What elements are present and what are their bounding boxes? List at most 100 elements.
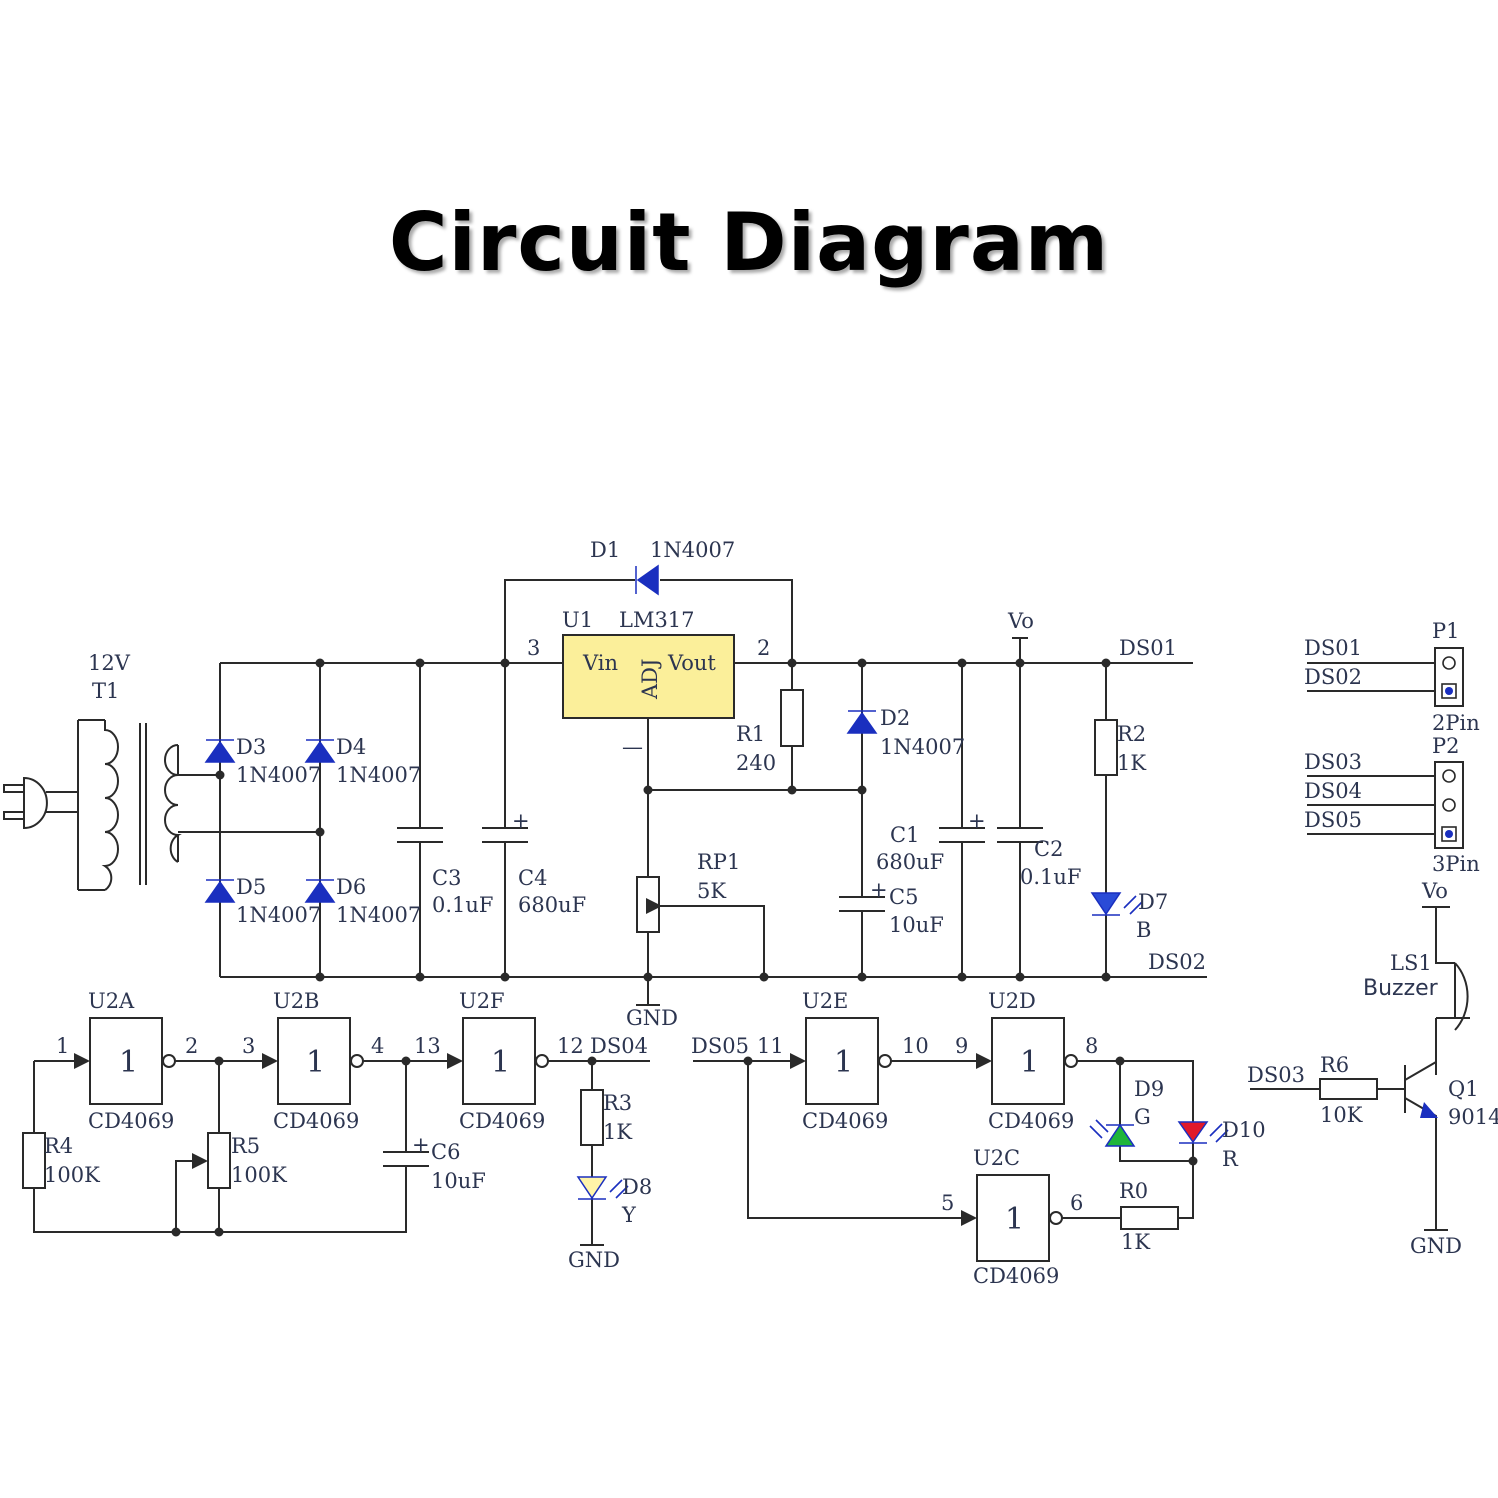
c1-plus: + <box>968 809 986 833</box>
page-title: Circuit Diagram <box>388 196 1110 289</box>
ds01-rail-label: DS01 <box>1119 636 1177 660</box>
u2f-symbol: 1 <box>491 1045 510 1080</box>
u2f-in-pin: 13 <box>414 1034 441 1058</box>
p1-ref: P1 <box>1432 619 1460 643</box>
u2d-ref: U2D <box>988 989 1036 1013</box>
d10-ref: D10 <box>1222 1118 1266 1142</box>
transistor-q1 <box>1250 1018 1448 1231</box>
diode-d4 <box>304 739 336 763</box>
c5-value: 10uF <box>889 913 944 937</box>
d1-ref: D1 <box>590 538 620 562</box>
d5-ref: D5 <box>236 875 266 899</box>
u2a-part: CD4069 <box>88 1109 174 1133</box>
led-driver-wires <box>693 1053 1229 1230</box>
p2-ds03: DS03 <box>1304 750 1362 774</box>
u2c-out-pin: 6 <box>1070 1191 1083 1215</box>
u2b-out-pin: 4 <box>371 1034 384 1058</box>
u1-vout: Vout <box>667 651 716 675</box>
junction-dots <box>215 658 1111 982</box>
u2b-ref: U2B <box>273 989 320 1013</box>
ds04-osc-label: DS04 <box>590 1034 648 1058</box>
u2e-ref: U2E <box>802 989 848 1013</box>
c4-plus: + <box>512 809 530 833</box>
p1-ds01: DS01 <box>1304 636 1362 660</box>
led-d7-branch <box>1090 663 1143 977</box>
p1-ds02: DS02 <box>1304 665 1362 689</box>
transformer-t1 <box>77 719 320 891</box>
bridge-wires <box>219 663 321 977</box>
capacitor-c4 <box>482 663 528 977</box>
u2c-in-pin: 5 <box>941 1191 954 1215</box>
gate-u2c <box>976 1174 1063 1262</box>
r0-ref: R0 <box>1119 1179 1148 1203</box>
d7-ref: D7 <box>1138 890 1168 914</box>
u2b-part: CD4069 <box>273 1109 359 1133</box>
connector-p2 <box>1307 761 1464 849</box>
capacitor-c2 <box>997 663 1043 977</box>
t1-ref-label: T1 <box>92 679 119 703</box>
u2b-in-pin: 3 <box>242 1034 255 1058</box>
u1-part: LM317 <box>619 608 695 632</box>
connector-p1 <box>1307 647 1464 707</box>
r3-value: 1K <box>603 1120 632 1144</box>
u2a-out-pin: 2 <box>185 1034 198 1058</box>
p2-type: 3Pin <box>1432 852 1480 876</box>
d2-ref: D2 <box>880 706 910 730</box>
c2-value: 0.1uF <box>1020 865 1082 889</box>
capacitor-c1 <box>939 663 985 977</box>
q1-base-ds03: DS03 <box>1247 1063 1305 1087</box>
rp1-ref: RP1 <box>697 850 740 874</box>
c4-ref: C4 <box>518 866 547 890</box>
r2-value: 1K <box>1117 751 1146 775</box>
r6-ref: R6 <box>1320 1053 1349 1077</box>
u1-vin: Vin <box>582 651 618 675</box>
u2e-out-pin: 10 <box>902 1034 929 1058</box>
u2c-symbol: 1 <box>1005 1202 1024 1237</box>
power-plug <box>3 776 78 830</box>
t1-rating-label: 12V <box>88 651 131 675</box>
u2e-symbol: 1 <box>834 1045 853 1080</box>
p2-ds05: DS05 <box>1304 808 1362 832</box>
u2f-part: CD4069 <box>459 1109 545 1133</box>
u1-minus: — <box>622 735 643 759</box>
gnd-label-regulator: GND <box>626 1006 678 1030</box>
u2d-part: CD4069 <box>988 1109 1074 1133</box>
u2e-part: CD4069 <box>802 1109 888 1133</box>
c3-value: 0.1uF <box>432 893 494 917</box>
d4-part: 1N4007 <box>336 763 421 787</box>
diode-d6 <box>304 879 336 903</box>
gnd-label-q1: GND <box>1410 1234 1462 1258</box>
u2d-in-pin: 9 <box>955 1034 968 1058</box>
u2d-symbol: 1 <box>1020 1045 1039 1080</box>
d9-ref: D9 <box>1134 1077 1164 1101</box>
r6-value: 10K <box>1320 1103 1363 1127</box>
d10-code: R <box>1222 1147 1239 1171</box>
d5-part: 1N4007 <box>236 903 321 927</box>
diode-d5 <box>204 879 236 903</box>
r1-ref: R1 <box>736 722 765 746</box>
d6-part: 1N4007 <box>336 903 421 927</box>
r2-ref: R2 <box>1117 722 1146 746</box>
ds05-input-label: DS05 <box>691 1034 749 1058</box>
d8-code: Y <box>621 1203 637 1227</box>
p2-ds04: DS04 <box>1304 779 1362 803</box>
r1-value: 240 <box>736 751 776 775</box>
d6-ref: D6 <box>336 875 366 899</box>
d3-part: 1N4007 <box>236 763 321 787</box>
c6-ref: C6 <box>431 1140 460 1164</box>
r4-ref: R4 <box>44 1134 73 1158</box>
u2a-ref: U2A <box>88 989 135 1013</box>
u2a-symbol: 1 <box>119 1045 138 1080</box>
q1-part: 9014 <box>1448 1105 1498 1129</box>
c5-plus: + <box>870 878 888 902</box>
u1-ref: U1 <box>562 608 593 632</box>
u2c-ref: U2C <box>973 1146 1020 1170</box>
r4-value: 100K <box>44 1163 100 1187</box>
rp1-value: 5K <box>697 879 726 903</box>
u2e-in-pin: 11 <box>757 1034 784 1058</box>
u2f-out-pin: 12 <box>557 1034 584 1058</box>
c5-ref: C5 <box>889 885 918 909</box>
gate-u2f <box>462 1017 549 1105</box>
diode-d1 <box>635 564 659 596</box>
u1-pin2: 2 <box>757 636 770 660</box>
